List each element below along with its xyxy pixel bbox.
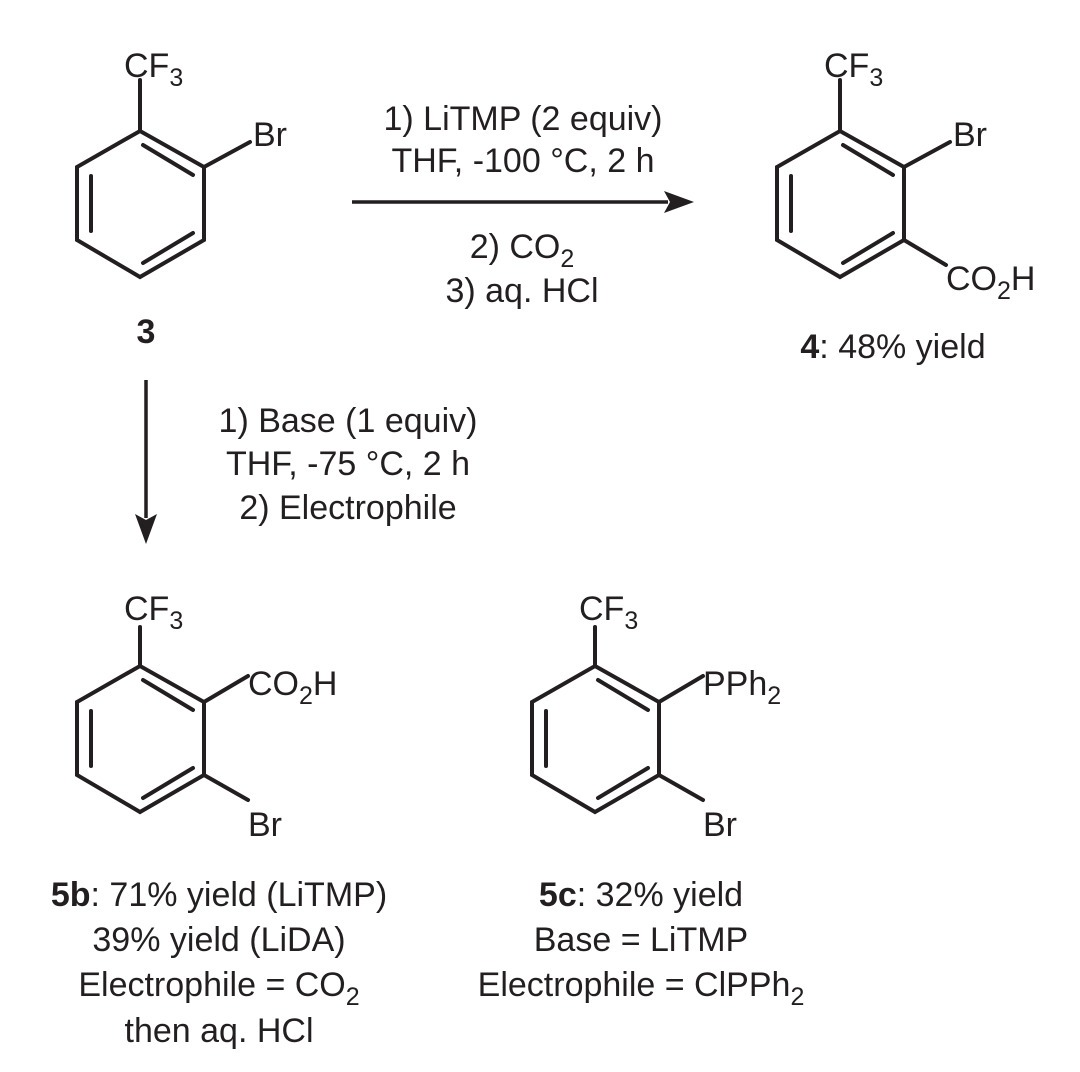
down-condition-1: 1) Base (1 equiv) (219, 402, 478, 440)
top-condition-4: 3) aq. HCl (445, 272, 598, 310)
top-arrow-head (664, 191, 694, 213)
compound-5c-ring (530, 663, 661, 815)
compound-5b-br-label: Br (248, 806, 282, 844)
compound-5b-double-bond (141, 766, 195, 800)
compound-3-cf3-label: CF3 (124, 47, 183, 92)
compound-5b-cf3-label: CF3 (124, 590, 183, 635)
compound-4-double-bond (841, 231, 895, 265)
compound-5b-caption-3: Electrophile = CO2 (78, 966, 359, 1011)
compound-4-br-bond (902, 140, 952, 169)
compound-5c-pph2-bond (657, 674, 705, 704)
compound-5b-caption-1: 5b: 71% yield (LiTMP) (51, 876, 387, 914)
compound-5c-br-label: Br (703, 806, 737, 844)
compound-5b-co2h-bond (202, 674, 250, 704)
compound-3-double-bond (141, 231, 195, 265)
top-condition-3: 2) CO2 (470, 228, 575, 273)
compound-4-structure: CF3 Br CO2H 4: 48% yield (775, 47, 1035, 366)
compound-3-double-bond (141, 143, 195, 177)
compound-5c-caption-3: Electrophile = ClPPh2 (478, 966, 805, 1011)
top-condition-1: 1) LiTMP (2 equiv) (383, 100, 662, 138)
down-reaction: 1) Base (1 equiv) THF, -75 °C, 2 h 2) El… (135, 380, 477, 544)
compound-4-cf3-label: CF3 (824, 47, 883, 92)
down-condition-2: THF, -75 °C, 2 h (226, 445, 470, 483)
compound-5c-caption-2: Base = LiTMP (534, 921, 748, 959)
compound-5c-pph2-label: PPh2 (703, 665, 781, 710)
compound-3-br-bond (202, 140, 252, 169)
down-condition-3: 2) Electrophile (239, 489, 456, 527)
compound-5b-co2h-label: CO2H (248, 665, 337, 710)
compound-4-double-bond (841, 143, 895, 177)
compound-5c-double-bond (596, 766, 650, 800)
top-reaction: 1) LiTMP (2 equiv) THF, -100 °C, 2 h 2) … (352, 100, 694, 310)
compound-4-co2h-label: CO2H (946, 260, 1035, 305)
compound-4-ring (775, 128, 906, 280)
compound-5b-structure: CF3 CO2H Br 5b: 71% yield (LiTMP) 39% yi… (51, 590, 387, 1050)
compound-3-id: 3 (137, 313, 156, 351)
compound-5b-caption-4: then aq. HCl (125, 1012, 314, 1050)
compound-3-structure: CF3 Br 3 (75, 47, 287, 351)
top-condition-2: THF, -100 °C, 2 h (391, 142, 654, 180)
compound-5c-structure: CF3 PPh2 Br 5c: 32% yield Base = LiTMP E… (478, 590, 805, 1011)
compound-3-br-label: Br (253, 116, 287, 154)
compound-5c-br-bond (657, 773, 705, 802)
compound-5b-ring (75, 663, 206, 815)
compound-4-br-label: Br (953, 116, 987, 154)
compound-5c-double-bond (596, 678, 650, 712)
compound-5b-double-bond (141, 678, 195, 712)
compound-5b-caption-2: 39% yield (LiDA) (92, 921, 345, 959)
compound-5b-br-bond (202, 773, 250, 802)
compound-5c-cf3-label: CF3 (579, 590, 638, 635)
down-arrow-head (135, 514, 157, 544)
compound-3-ring (75, 128, 206, 280)
compound-4-caption: 4: 48% yield (800, 328, 985, 366)
compound-5c-caption-1: 5c: 32% yield (539, 876, 743, 914)
compound-4-co2h-bond (902, 238, 948, 267)
